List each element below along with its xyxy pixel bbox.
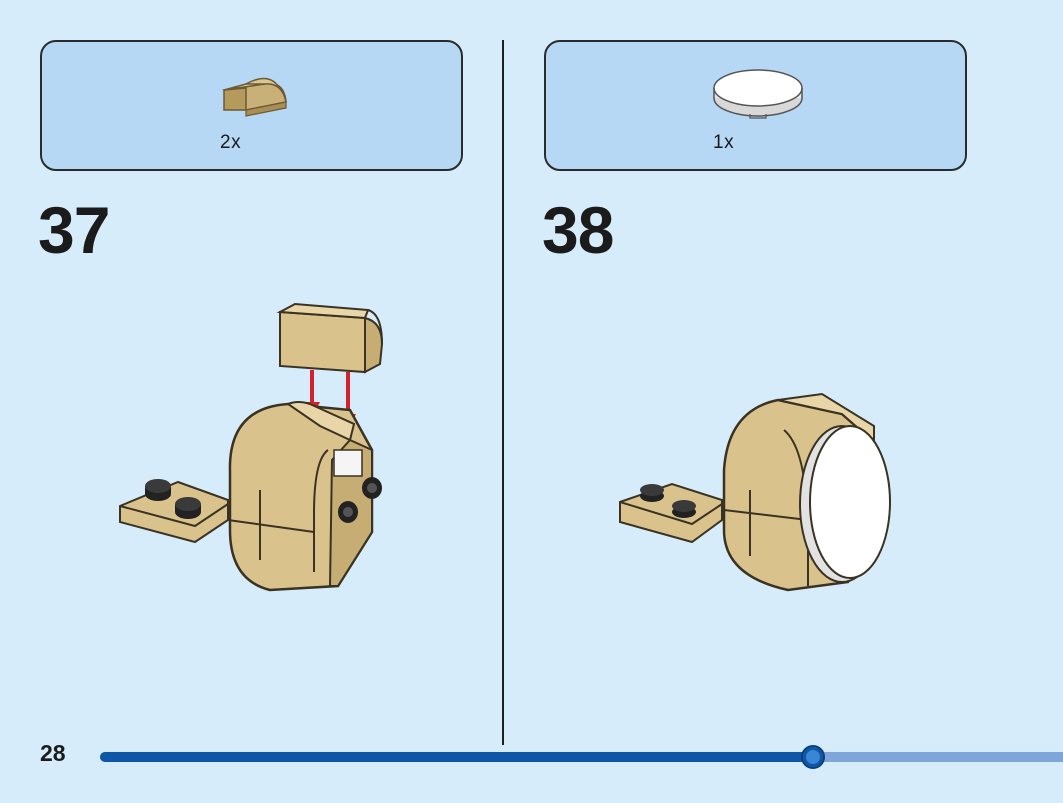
step-divider — [502, 40, 504, 745]
step-number: 38 — [542, 193, 614, 267]
tan-brick-body-icon — [227, 401, 382, 592]
parts-callout-step-38: 1x — [544, 40, 967, 171]
progress-bar[interactable] — [100, 745, 1063, 769]
part-count: 2x — [220, 132, 242, 153]
tan-curved-slope-brick-icon — [276, 302, 384, 374]
white-round-tile-icon — [799, 425, 891, 583]
step-37-assembly-illustration — [119, 302, 384, 592]
progress-fill — [100, 752, 813, 762]
white-round-tile-icon — [713, 69, 803, 119]
parts-callout-step-37: 2x — [40, 40, 463, 171]
step-38-assembly-illustration — [619, 392, 891, 592]
page-number: 28 — [40, 740, 66, 766]
step-number: 37 — [38, 193, 110, 267]
progress-knob[interactable] — [801, 745, 825, 769]
tan-plate-icon — [119, 479, 229, 544]
tan-curved-slope-brick-icon — [222, 77, 287, 117]
part-count: 1x — [713, 132, 735, 153]
tan-plate-icon — [619, 482, 723, 544]
